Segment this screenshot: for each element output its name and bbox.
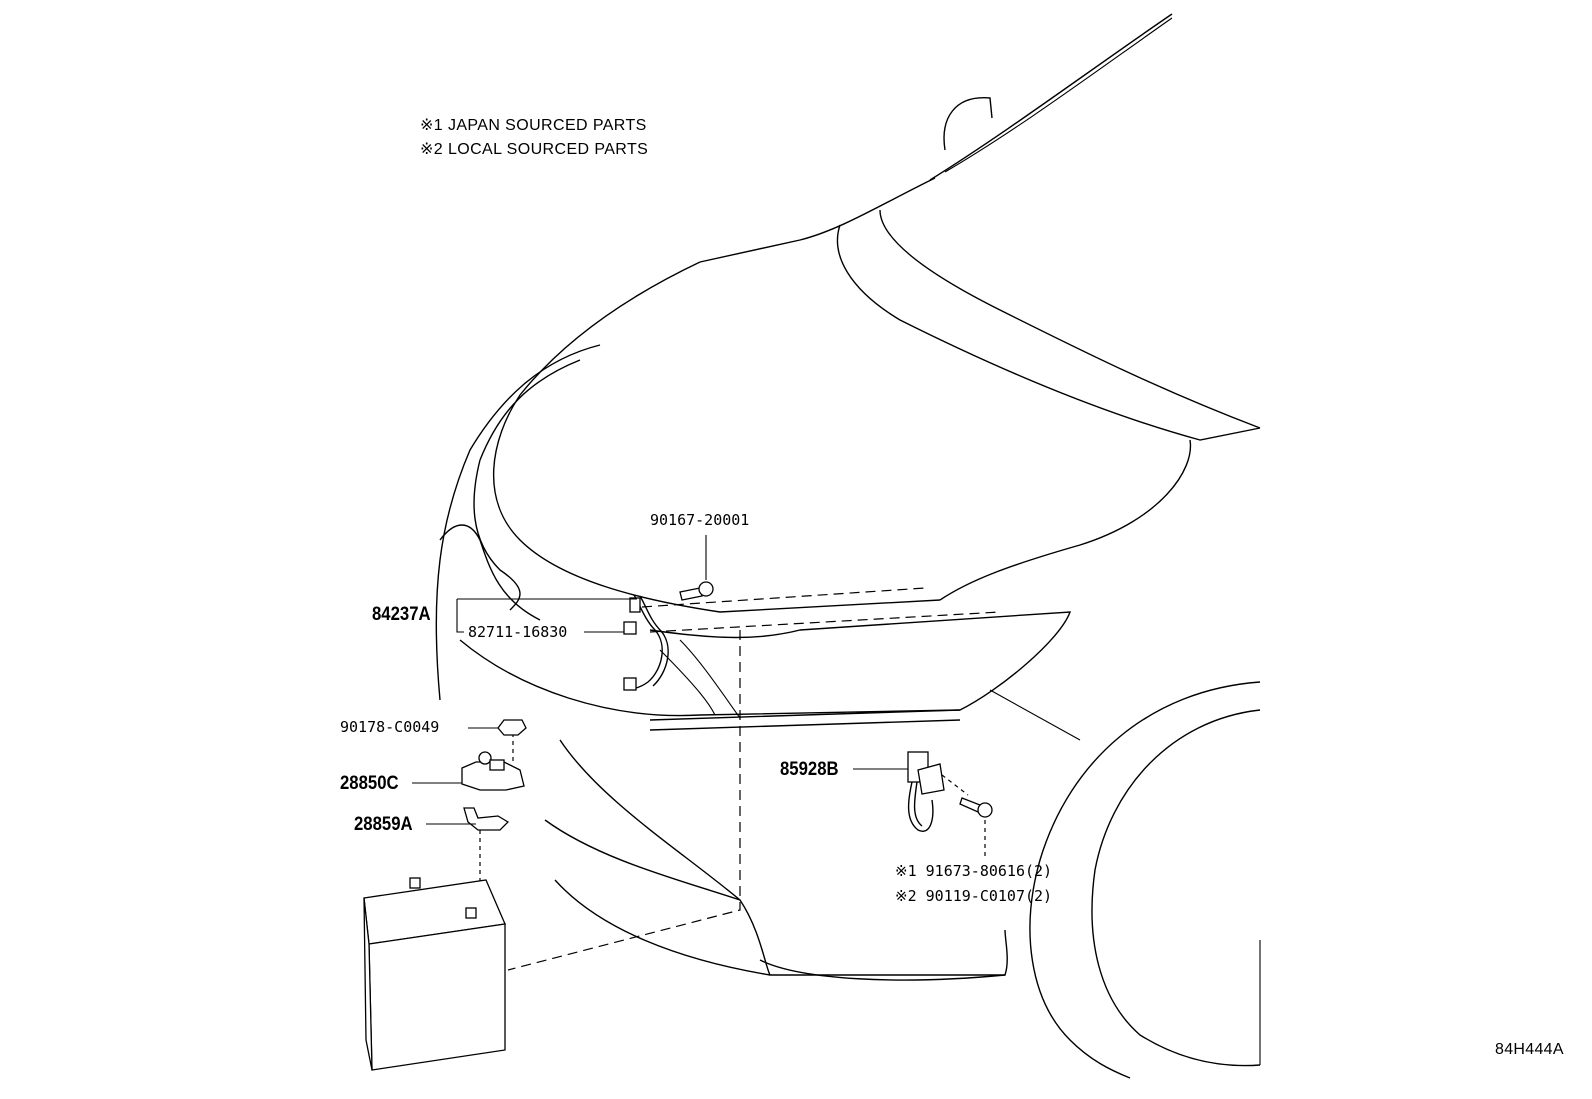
- part-label-screw-japan[interactable]: ※1 91673-80616(2): [895, 862, 1053, 880]
- part-label-sensor[interactable]: 85928B: [780, 759, 839, 780]
- part-label-screw-local[interactable]: ※2 90119-C0107(2): [895, 887, 1053, 905]
- part-label-wire-clamp[interactable]: 82711-16830: [468, 623, 568, 641]
- part-label-cable-assy[interactable]: 84237A: [372, 604, 431, 625]
- part-label-relay[interactable]: 28850C: [340, 773, 399, 794]
- note-local-sourced: ※2 LOCAL SOURCED PARTS: [420, 141, 649, 158]
- note-japan-sourced: ※1 JAPAN SOURCED PARTS: [420, 117, 647, 134]
- diagram-code: 84H444A: [1495, 1041, 1564, 1058]
- part-label-bolt-upper[interactable]: 90167-20001: [650, 511, 750, 529]
- part-label-bracket[interactable]: 28859A: [354, 814, 413, 835]
- part-label-nut[interactable]: 90178-C0049: [340, 718, 440, 736]
